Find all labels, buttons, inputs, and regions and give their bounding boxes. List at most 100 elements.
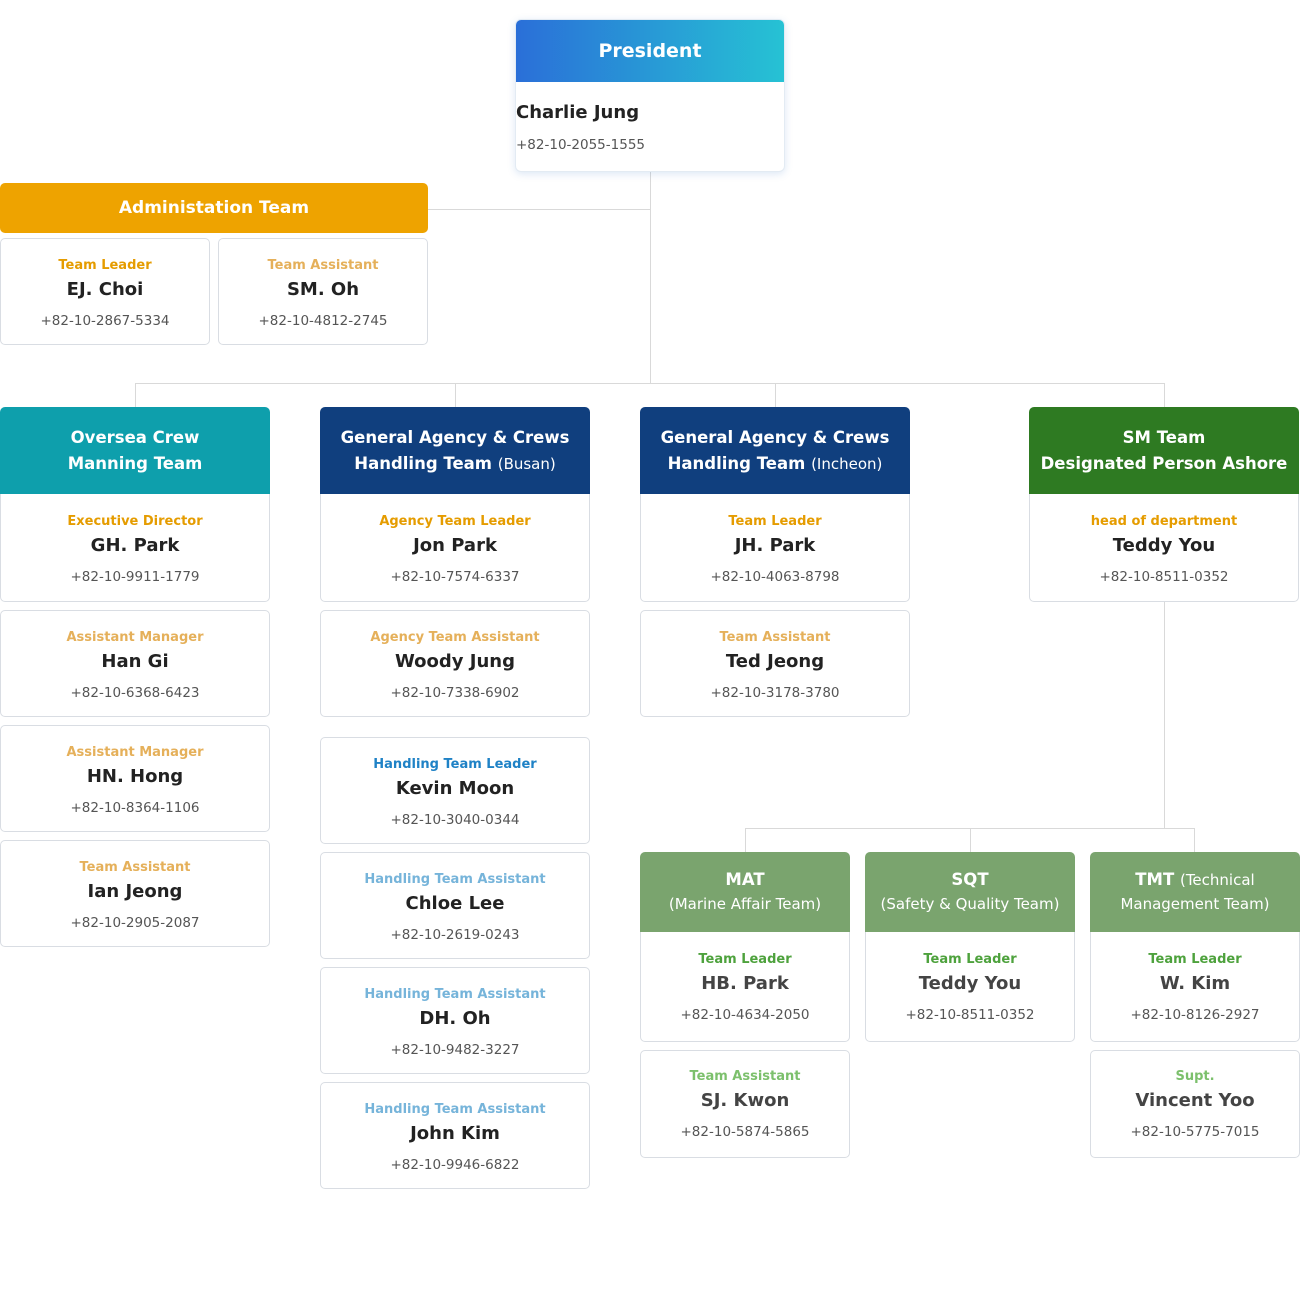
connector-president-down: [650, 172, 651, 383]
connector-teams-horizontal: [135, 383, 1165, 384]
busan-member-card: Handling Team Assistant DH. Oh +82-10-94…: [320, 967, 590, 1074]
member-name: GH. Park: [90, 535, 180, 556]
member-name: Ted Jeong: [725, 651, 825, 672]
member-phone: +82-10-9946-6822: [390, 1157, 520, 1173]
member-name: Ian Jeong: [87, 881, 183, 902]
tmt-title-suffix: (Technical: [1179, 871, 1255, 889]
mat-team-header: MAT (Marine Affair Team): [640, 852, 850, 932]
member-name: Teddy You: [1112, 535, 1216, 556]
member-name: Jon Park: [413, 535, 497, 556]
member-role: Supt.: [1175, 1069, 1215, 1084]
mat-member-card: Team Assistant SJ. Kwon +82-10-5874-5865: [640, 1050, 850, 1158]
member-role: Handling Team Leader: [373, 757, 537, 772]
busan-member-card: Handling Team Assistant John Kim +82-10-…: [320, 1082, 590, 1189]
member-name: SJ. Kwon: [700, 1090, 790, 1111]
sqt-title: SQT: [951, 870, 989, 889]
sqt-subtitle: (Safety & Quality Team): [880, 895, 1060, 913]
oversea-title-line2: Manning Team: [67, 453, 203, 473]
connector-sm: [1164, 383, 1165, 407]
busan-member-card: Handling Team Assistant Chloe Lee +82-10…: [320, 852, 590, 959]
busan-member-card: Handling Team Leader Kevin Moon +82-10-3…: [320, 737, 590, 844]
connector-admin: [428, 209, 650, 210]
member-name: HN. Hong: [86, 766, 184, 787]
member-phone: +82-10-5775-7015: [1130, 1124, 1260, 1140]
member-name: EJ. Choi: [66, 279, 144, 300]
oversea-team-header: Oversea Crew Manning Team: [0, 407, 270, 494]
busan-title-line2: Handling Team: [354, 453, 492, 473]
tmt-member-card: Team Leader W. Kim +82-10-8126-2927: [1090, 932, 1300, 1042]
member-name: Vincent Yoo: [1135, 1090, 1255, 1111]
member-role: Team Leader: [728, 514, 822, 529]
member-phone: +82-10-9482-3227: [390, 1042, 520, 1058]
president-box: President Charlie Jung +82-10-2055-1555: [515, 19, 785, 172]
member-name: SM. Oh: [286, 279, 360, 300]
member-name: Kevin Moon: [395, 778, 515, 799]
president-phone: +82-10-2055-1555: [516, 137, 645, 153]
member-name: DH. Oh: [419, 1008, 491, 1029]
oversea-member-card: Team Assistant Ian Jeong +82-10-2905-208…: [0, 840, 270, 947]
busan-title-suffix: (Busan): [497, 454, 556, 473]
incheon-title-line2: Handling Team: [667, 453, 806, 473]
president-title: President: [598, 40, 702, 62]
member-role: Team Leader: [698, 952, 792, 967]
incheon-member-card: Team Leader JH. Park +82-10-4063-8798: [640, 494, 910, 602]
sm-member-card: head of department Teddy You +82-10-8511…: [1029, 494, 1299, 602]
tmt-member-card: Supt. Vincent Yoo +82-10-5775-7015: [1090, 1050, 1300, 1158]
member-role: Handling Team Assistant: [364, 987, 546, 1002]
president-header: President: [516, 20, 784, 82]
sqt-team-header: SQT (Safety & Quality Team): [865, 852, 1075, 932]
member-name: Han Gi: [101, 651, 169, 672]
sm-team-header: SM Team Designated Person Ashore: [1029, 407, 1299, 494]
member-name: JH. Park: [734, 535, 816, 556]
busan-member-card: Agency Team Assistant Woody Jung +82-10-…: [320, 610, 590, 717]
connector-incheon: [775, 383, 776, 407]
member-role: Team Leader: [923, 952, 1017, 967]
member-phone: +82-10-8364-1106: [70, 800, 200, 816]
incheon-member-card: Team Assistant Ted Jeong +82-10-3178-378…: [640, 610, 910, 717]
member-phone: +82-10-5874-5865: [680, 1124, 810, 1140]
tmt-team-header: TMT (Technical Management Team): [1090, 852, 1300, 932]
member-role: Assistant Manager: [66, 630, 204, 645]
member-role: Team Leader: [58, 258, 152, 273]
sm-title-line2: Designated Person Ashore: [1040, 453, 1288, 473]
member-role: Agency Team Leader: [379, 514, 531, 529]
member-phone: +82-10-2905-2087: [70, 915, 200, 931]
sm-title-line1: SM Team: [1122, 427, 1206, 447]
member-phone: +82-10-8511-0352: [905, 1007, 1035, 1023]
busan-title-line1: General Agency & Crews: [340, 427, 570, 447]
connector-sqt: [970, 828, 971, 852]
connector-tmt: [1194, 828, 1195, 852]
member-role: head of department: [1090, 514, 1238, 529]
member-name: W. Kim: [1159, 973, 1231, 994]
admin-team-header: Administation Team: [0, 183, 428, 233]
mat-member-card: Team Leader HB. Park +82-10-4634-2050: [640, 932, 850, 1042]
member-phone: +82-10-4063-8798: [710, 569, 840, 585]
member-phone: +82-10-6368-6423: [70, 685, 200, 701]
member-role: Team Assistant: [719, 630, 831, 645]
member-name: HB. Park: [701, 973, 789, 994]
member-phone: +82-10-7574-6337: [390, 569, 520, 585]
connector-busan: [455, 383, 456, 407]
member-name: Chloe Lee: [405, 893, 505, 914]
member-phone: +82-10-3040-0344: [390, 812, 520, 828]
oversea-title-line1: Oversea Crew: [70, 427, 200, 447]
oversea-member-card: Executive Director GH. Park +82-10-9911-…: [0, 494, 270, 602]
member-name: John Kim: [410, 1123, 500, 1144]
connector-mat: [745, 828, 746, 852]
member-phone: +82-10-8126-2927: [1130, 1007, 1260, 1023]
admin-member-card: Team Assistant SM. Oh +82-10-4812-2745: [218, 238, 428, 345]
member-role: Assistant Manager: [66, 745, 204, 760]
tmt-subtitle: Management Team): [1120, 895, 1270, 913]
member-role: Handling Team Assistant: [364, 872, 546, 887]
sqt-member-card: Team Leader Teddy You +82-10-8511-0352: [865, 932, 1075, 1042]
incheon-team-header: General Agency & Crews Handling Team (In…: [640, 407, 910, 494]
member-role: Agency Team Assistant: [370, 630, 540, 645]
busan-team-header: General Agency & Crews Handling Team (Bu…: [320, 407, 590, 494]
admin-team-title: Administation Team: [118, 198, 310, 218]
member-phone: +82-10-9911-1779: [70, 569, 200, 585]
member-phone: +82-10-3178-3780: [710, 685, 840, 701]
member-phone: +82-10-7338-6902: [390, 685, 520, 701]
member-phone: +82-10-2619-0243: [390, 927, 520, 943]
incheon-title-suffix: (Incheon): [811, 454, 883, 473]
member-role: Handling Team Assistant: [364, 1102, 546, 1117]
